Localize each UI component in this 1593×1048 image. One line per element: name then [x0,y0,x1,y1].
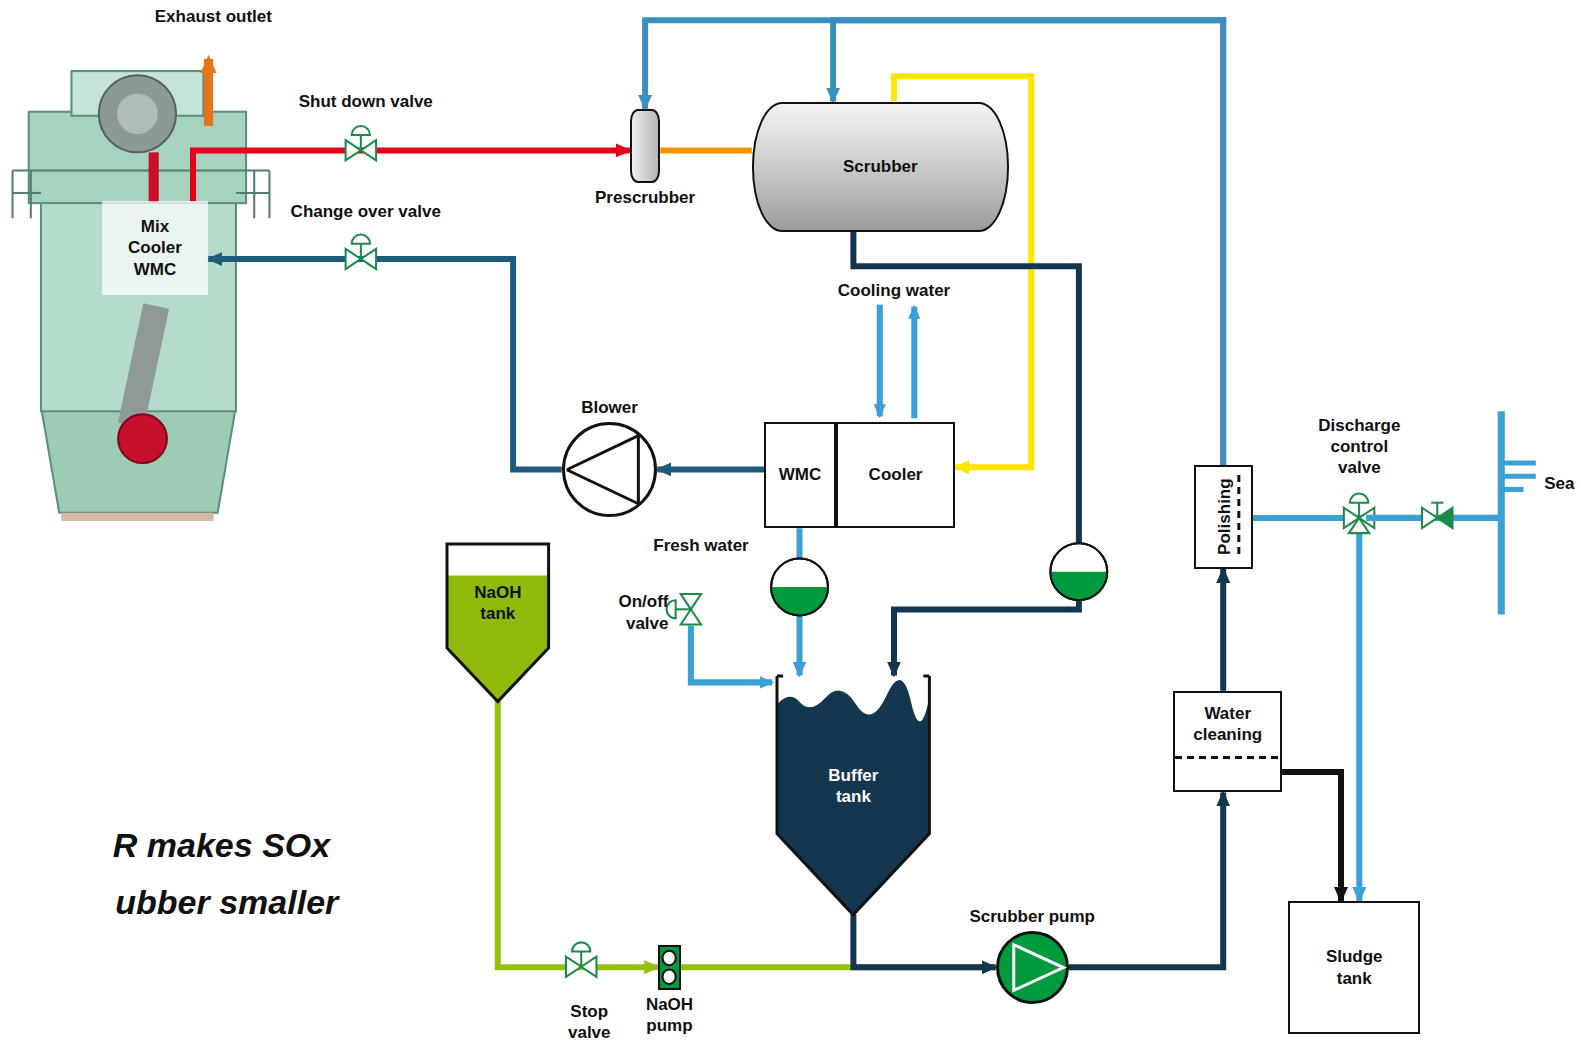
node-label: NaOH pump [641,994,698,1037]
text-label: Stop valve [561,1001,618,1044]
text-label: Cooling water [838,280,950,301]
node-label: WMC [779,464,821,485]
polishing-unit: Polishing [1194,465,1253,569]
text-label: ubber smaller [115,882,338,923]
mix-cooler-box: Mix Cooler WMC [102,201,209,294]
node-label: Sludge tank [1318,946,1391,989]
water-cleaning-unit: Water cleaning [1173,691,1282,793]
pipe-connector [1069,792,1223,967]
pipe-connector [657,466,764,472]
text-label: Discharge control valve [1309,415,1411,479]
node-label: Water cleaning [1185,703,1270,746]
cooler-box: Cooler [836,422,955,529]
node-label: Polishing [1213,479,1234,556]
pipe-connector [1220,569,1226,691]
node-label: Cooler [869,464,923,485]
pipe-connector [208,259,562,469]
buffer-tank: Buffer tank [777,676,929,915]
node-label: Buffer tank [822,765,885,808]
pipe-connector [193,150,630,201]
pipe-connector [660,147,752,153]
text-label: Shut down valve [299,91,433,112]
text-label: Change over valve [291,201,441,222]
node-label: Mix Cooler WMC [121,216,188,280]
wmc-box: WMC [764,422,836,529]
node-label: Blower [581,397,638,418]
text-label: R makes SOx [113,825,330,866]
text-label: Exhaust outlet [155,6,272,27]
naoh-pump: NaOH pump [658,945,680,990]
pipe-connector [833,20,1223,465]
scrubber-vessel: Scrubber [752,102,1009,232]
prescrubber: Prescrubber [630,109,660,183]
node-label: NaOH tank [469,582,526,625]
node-label: Scrubber [843,156,918,177]
text-label: Fresh water [653,535,748,556]
scrubber-pump: Scrubber pump [996,931,1069,1004]
pipe-connector [498,701,659,967]
sludge-tank: Sludge tank [1288,901,1420,1034]
text-label: Sea [1544,473,1574,494]
node-outline [660,947,678,988]
naoh-tank: NaOH tank [447,544,549,701]
text-label: On/off valve [606,591,669,634]
node-outline [565,425,654,514]
pipe-connector [645,20,1223,465]
node-outline [999,934,1066,1001]
node-label: Scrubber pump [969,906,1095,927]
node-label: Prescrubber [595,187,695,208]
blower: Blower [562,422,657,517]
pipe-connector [1282,772,1341,901]
